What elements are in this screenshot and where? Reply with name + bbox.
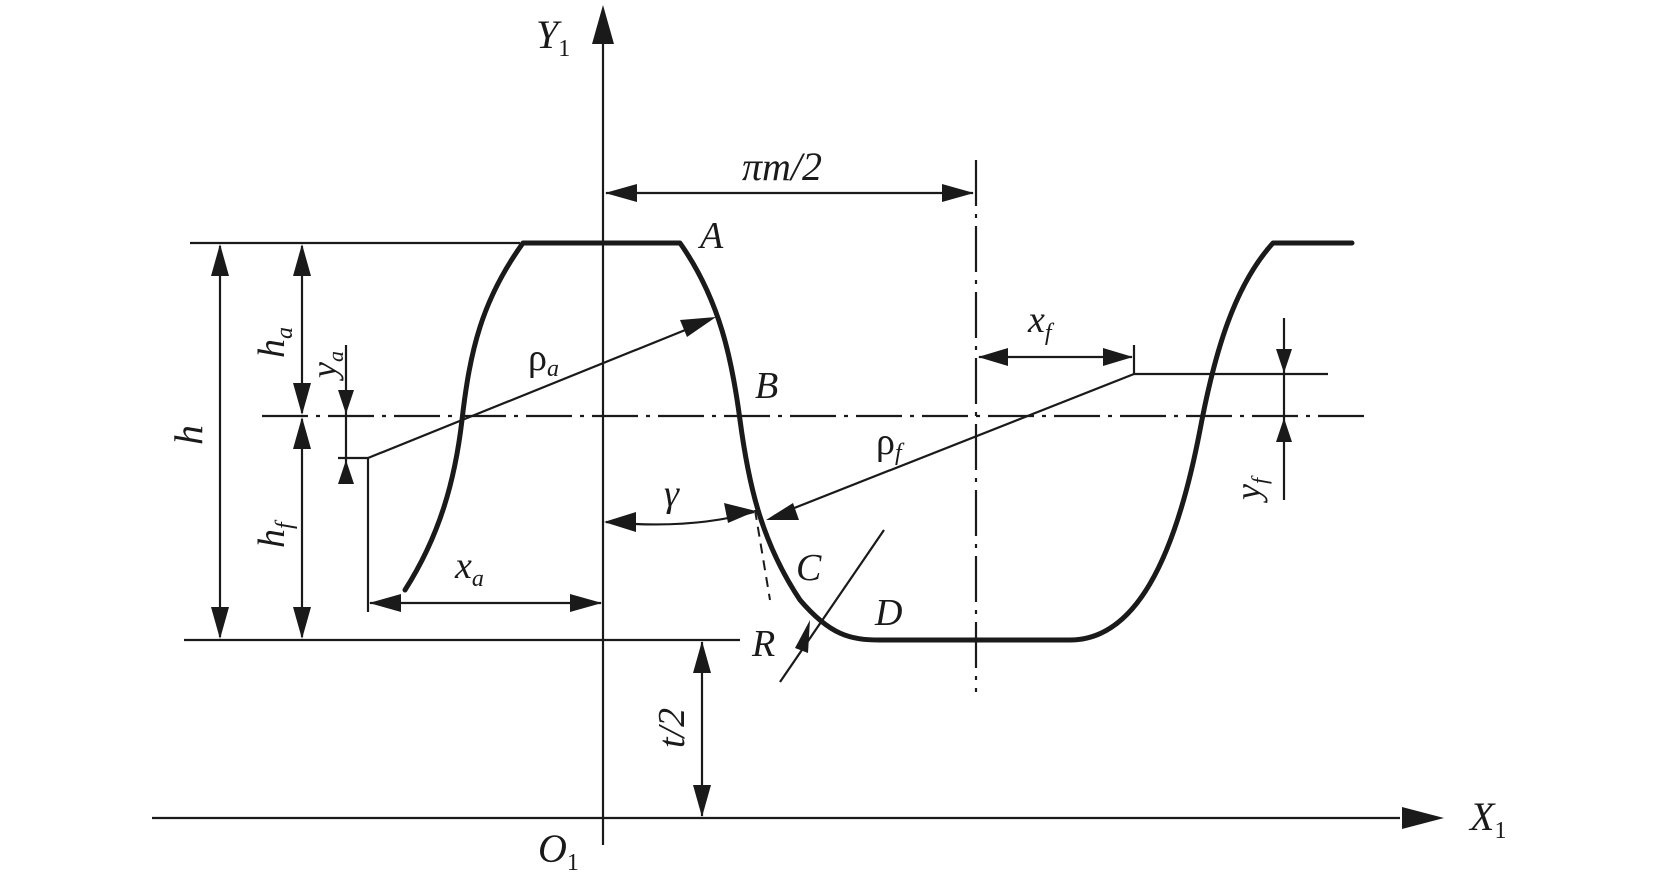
rho-a-label: ρa (528, 337, 559, 382)
ha-arrow-top (293, 244, 311, 276)
tooth-profile-curve (402, 240, 1355, 643)
xa-arrow-right (570, 594, 602, 612)
t-half-arrow-top (693, 641, 711, 673)
ya-arrow-down (338, 390, 354, 414)
xa-label: xa (454, 545, 484, 592)
t-half-label: t/2 (651, 708, 693, 748)
ha-arrow-bottom (293, 383, 311, 415)
y1-axis-label: Y1 (536, 12, 570, 62)
half-pitch-arrow-right (942, 184, 974, 202)
ya-arrow-up (338, 460, 354, 484)
point-d-label: D (874, 592, 902, 634)
hf-label: hf (251, 519, 298, 548)
point-r-label: R (751, 623, 775, 665)
rho-f-label: ρf (876, 421, 905, 466)
normal-line-arrowhead (795, 620, 810, 653)
origin-label: O1 (538, 826, 579, 876)
yf-arrow-down (1276, 349, 1292, 373)
y1-axis-arrowhead (592, 5, 614, 44)
h-arrow-top (211, 244, 229, 276)
hf-arrow-bottom (293, 607, 311, 639)
normal-line (779, 529, 885, 683)
rho-a-arrowhead (680, 317, 716, 337)
rho-f-line (773, 372, 1135, 518)
gamma-arrowhead-left (604, 512, 636, 532)
half-pitch-arrow-left (605, 184, 637, 202)
point-c-label: C (796, 547, 822, 589)
ya-label: ya (304, 351, 348, 381)
gamma-arrowhead-right (724, 503, 756, 523)
t-half-arrow-bottom (693, 785, 711, 817)
xf-label: xf (1027, 299, 1055, 346)
gamma-label: γ (664, 473, 680, 515)
xa-arrow-left (369, 594, 401, 612)
rho-f-arrowhead (766, 503, 799, 520)
rho-a-line (367, 318, 711, 460)
hf-arrow-top (293, 417, 311, 449)
xf-arrow-left (978, 348, 1008, 366)
h-label: h (166, 425, 211, 445)
ha-label: ha (251, 327, 298, 358)
involute-extension-dashed (754, 509, 771, 601)
xf-arrow-right (1103, 348, 1133, 366)
point-a-label: A (697, 215, 724, 257)
yf-arrow-up (1276, 418, 1292, 442)
x1-axis-arrowhead (1402, 807, 1444, 829)
x1-axis-label: X1 (1468, 794, 1506, 844)
point-b-label: B (755, 365, 778, 407)
yf-label: yf (1228, 475, 1272, 503)
h-arrow-bottom (211, 607, 229, 639)
half-pitch-label: πm/2 (742, 144, 822, 189)
